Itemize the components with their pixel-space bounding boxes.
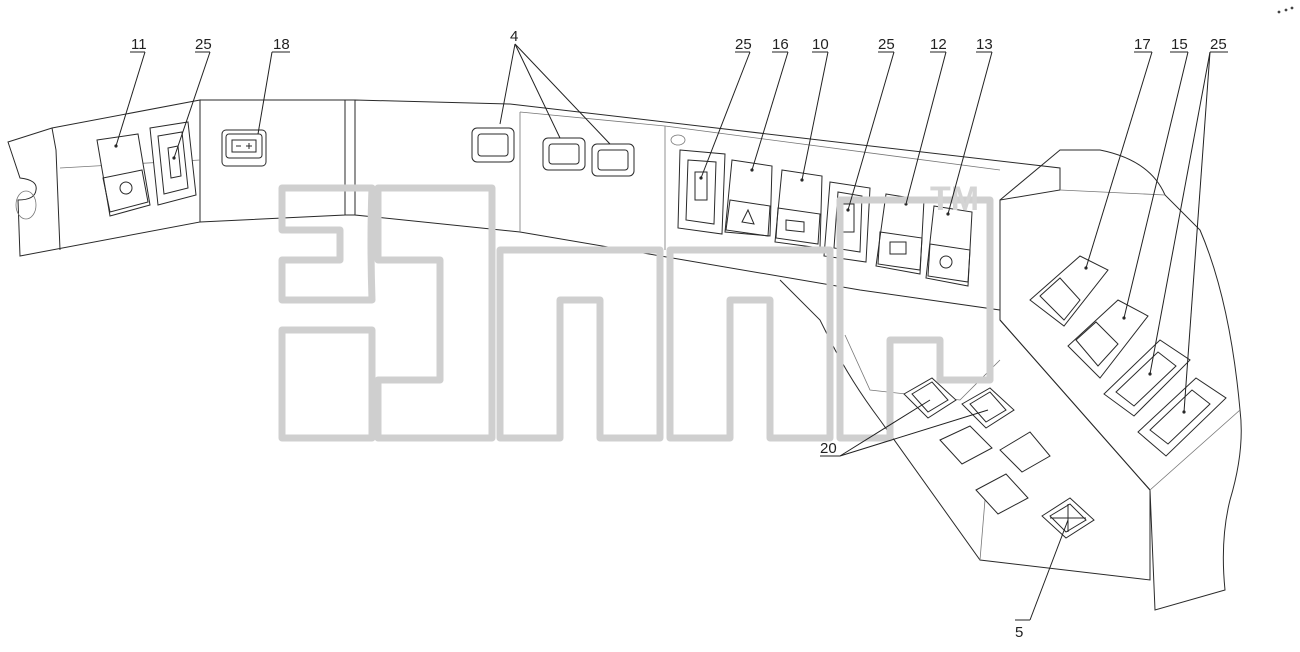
switch-25-d: [1103, 339, 1191, 417]
callout-5: 5: [1015, 624, 1023, 641]
callout-25-b: 25: [735, 36, 752, 53]
blank-button-a: [939, 425, 993, 465]
callout-12: 12: [930, 36, 947, 53]
button-4-b: [542, 137, 586, 171]
callout-25-d: 25: [1210, 36, 1227, 53]
watermark-logo: TM: [278, 180, 994, 442]
callout-4: 4: [510, 28, 518, 45]
button-20-a: [903, 377, 957, 419]
hazard-icon: [741, 208, 755, 225]
trademark-label: TM: [930, 180, 979, 218]
callout-20: 20: [820, 440, 837, 457]
battery-icon: [231, 139, 257, 153]
callout-13: 13: [976, 36, 993, 53]
heater-icon: [889, 241, 907, 255]
callout-16: 16: [772, 36, 789, 53]
callout-10: 10: [812, 36, 829, 53]
fog-light-icon: [785, 219, 805, 233]
panel-right-section: [999, 149, 1242, 611]
gear-icon: [119, 181, 133, 195]
switch-12: [875, 193, 925, 275]
blank-button-b: [999, 431, 1051, 473]
headlight-icon: [939, 255, 953, 269]
switch-25-b: [677, 149, 726, 235]
switch-13: [925, 205, 973, 287]
switch-5: [1041, 497, 1095, 539]
indicator-18: [221, 129, 267, 167]
switch-25-a: [149, 121, 197, 206]
switch-16: [724, 159, 773, 237]
callout-labels: 11 25 18 4 25 16 10 25 12 13 17 15 25 20…: [131, 28, 1227, 641]
callout-11: 11: [131, 36, 147, 53]
leader-lines: [115, 43, 1228, 621]
corner-mark: [1277, 6, 1294, 14]
button-4-a: [471, 127, 515, 163]
blank-button-c: [975, 473, 1029, 515]
callout-25-a: 25: [195, 36, 212, 53]
callout-17: 17: [1134, 36, 1151, 53]
switch-15: [1067, 299, 1149, 379]
callout-15: 15: [1171, 36, 1188, 53]
button-4-c: [591, 143, 635, 177]
switch-25-e: [1137, 377, 1227, 457]
button-20-b: [961, 387, 1015, 429]
switch-17: [1029, 255, 1109, 327]
switch-10: [774, 169, 823, 249]
callout-25-c: 25: [878, 36, 895, 53]
switch-11: [96, 133, 151, 217]
callout-18: 18: [273, 36, 290, 53]
